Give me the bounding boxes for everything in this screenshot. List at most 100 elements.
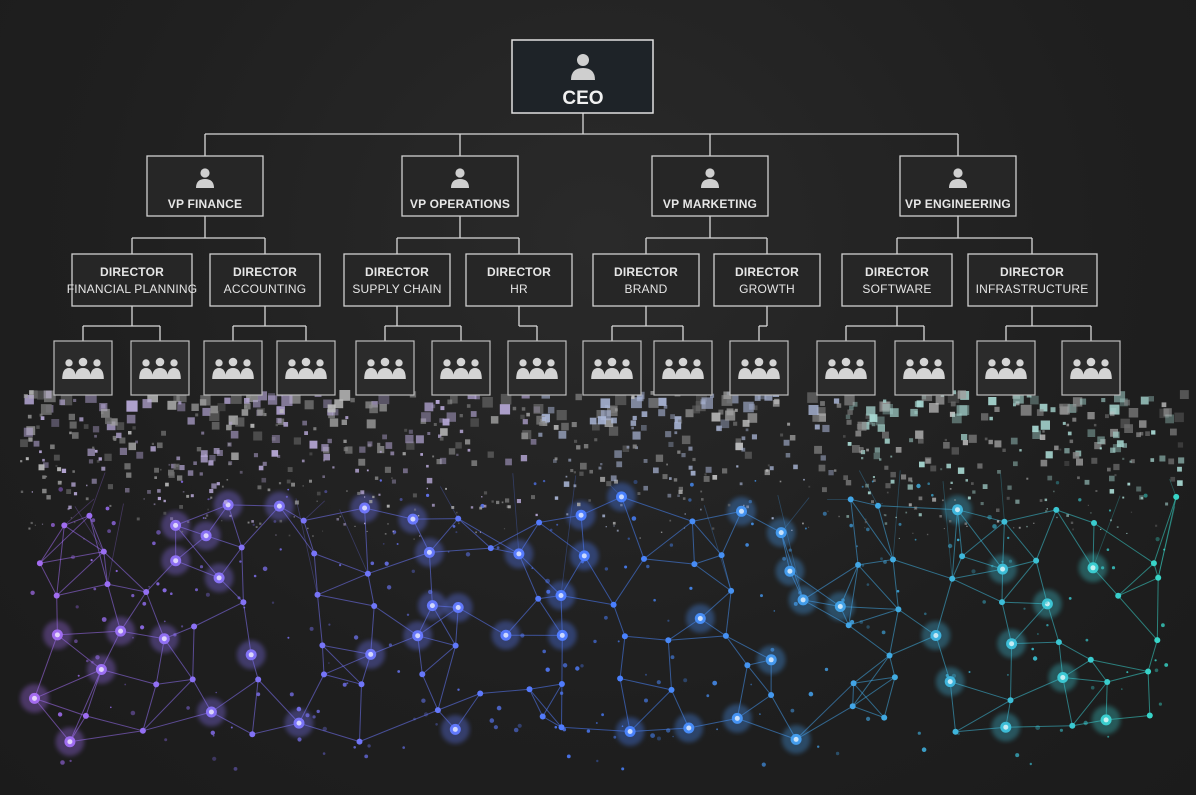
pixel-particle: [196, 447, 202, 452]
network-edge: [359, 684, 362, 742]
network-dot: [798, 591, 802, 595]
pixel-particle: [683, 527, 686, 529]
pixel-particle: [1168, 458, 1175, 465]
network-edge: [64, 524, 105, 553]
pixel-particle: [41, 523, 44, 525]
network-node: [1033, 557, 1040, 564]
network-dot: [1154, 659, 1157, 662]
pixel-particle: [186, 494, 190, 498]
pixel-particle: [793, 464, 798, 470]
pixel-particle: [358, 458, 366, 466]
pixel-particle: [1094, 442, 1102, 450]
pixel-particle: [912, 532, 914, 534]
pixel-particle: [553, 425, 559, 430]
pixel-particle: [228, 443, 231, 446]
pixel-particle: [168, 469, 174, 476]
pixel-particle: [432, 455, 435, 458]
pixel-particle: [631, 395, 635, 399]
pixel-particle: [531, 495, 535, 500]
network-dot: [367, 744, 371, 748]
pixel-particle: [228, 462, 232, 466]
network-node: [959, 553, 966, 560]
network-dot: [379, 479, 382, 482]
network-dot: [140, 625, 145, 630]
network-dot: [447, 551, 450, 553]
pixel-particle: [33, 440, 40, 447]
pixel-particle: [29, 390, 34, 395]
network-edge: [694, 563, 732, 592]
network-edge: [613, 604, 626, 637]
pixel-particle: [1070, 404, 1078, 412]
pixel-particle: [1113, 431, 1120, 439]
pixel-particle: [193, 461, 197, 465]
pixel-particle: [24, 395, 34, 405]
pixel-particle: [965, 479, 968, 482]
pixel-particle: [981, 413, 989, 421]
pixel-particle: [420, 453, 423, 456]
network-node: [728, 587, 735, 594]
director-dept: INFRASTRUCTURE: [976, 282, 1089, 296]
pixel-particle: [109, 504, 112, 507]
pixel-particle: [736, 465, 739, 468]
network-dot: [353, 746, 357, 749]
team-node: [130, 340, 190, 396]
network-node-core: [1009, 641, 1015, 647]
network-dot: [30, 590, 35, 595]
network-dot: [101, 617, 107, 622]
pixel-particle: [971, 482, 974, 485]
pixel-particle: [949, 520, 952, 523]
pixel-particle: [163, 511, 167, 515]
network-node: [358, 681, 365, 688]
network-dot: [215, 691, 217, 694]
pixel-particle: [994, 440, 1002, 448]
network-node-core: [734, 715, 740, 721]
vp-label: VP OPERATIONS: [410, 197, 510, 211]
pixel-particle: [536, 415, 546, 425]
network-dot: [672, 735, 674, 738]
pixel-particle: [684, 513, 686, 515]
network-dot: [212, 756, 217, 761]
pixel-particle: [438, 434, 442, 438]
pixel-particle: [71, 482, 76, 487]
network-edge: [313, 553, 318, 595]
network-edge: [692, 521, 722, 556]
network-edge: [703, 505, 732, 592]
pixel-particle: [116, 422, 125, 430]
pixel-particle: [487, 451, 494, 458]
network-dot: [621, 767, 625, 771]
network-dot: [1032, 656, 1038, 661]
pixel-particle: [392, 530, 394, 532]
network-node: [949, 575, 956, 582]
pixel-particle: [106, 421, 116, 431]
pixel-particle: [208, 460, 214, 466]
network-dot: [309, 626, 314, 631]
network-node: [189, 676, 196, 683]
network-dot: [1154, 668, 1159, 673]
pixel-particle: [631, 397, 642, 409]
pixel-particle: [1110, 519, 1112, 522]
pixel-particle: [746, 505, 749, 509]
network-edge: [193, 601, 244, 627]
network-dot: [279, 548, 282, 551]
pixel-particle: [377, 442, 381, 446]
pixel-particle: [483, 491, 488, 495]
pixel-particle: [946, 463, 951, 469]
pixel-particle: [28, 437, 33, 442]
network-node: [82, 712, 89, 719]
pixel-particle: [752, 405, 758, 411]
pixel-particle: [70, 517, 73, 519]
pixel-particle: [251, 520, 254, 523]
pixel-particle: [294, 500, 299, 505]
team-icon: [738, 357, 780, 379]
pixel-particle: [1136, 432, 1141, 438]
pixel-particle: [957, 467, 965, 474]
pixel-particle: [707, 517, 709, 519]
pixel-particle: [769, 466, 774, 471]
network-edge: [56, 583, 108, 597]
network-dot: [861, 563, 865, 567]
pixel-particle: [1066, 423, 1070, 427]
pixel-particle: [59, 399, 65, 406]
network-edge: [321, 645, 325, 675]
network-node: [238, 544, 245, 551]
pixel-particle: [1066, 514, 1069, 517]
